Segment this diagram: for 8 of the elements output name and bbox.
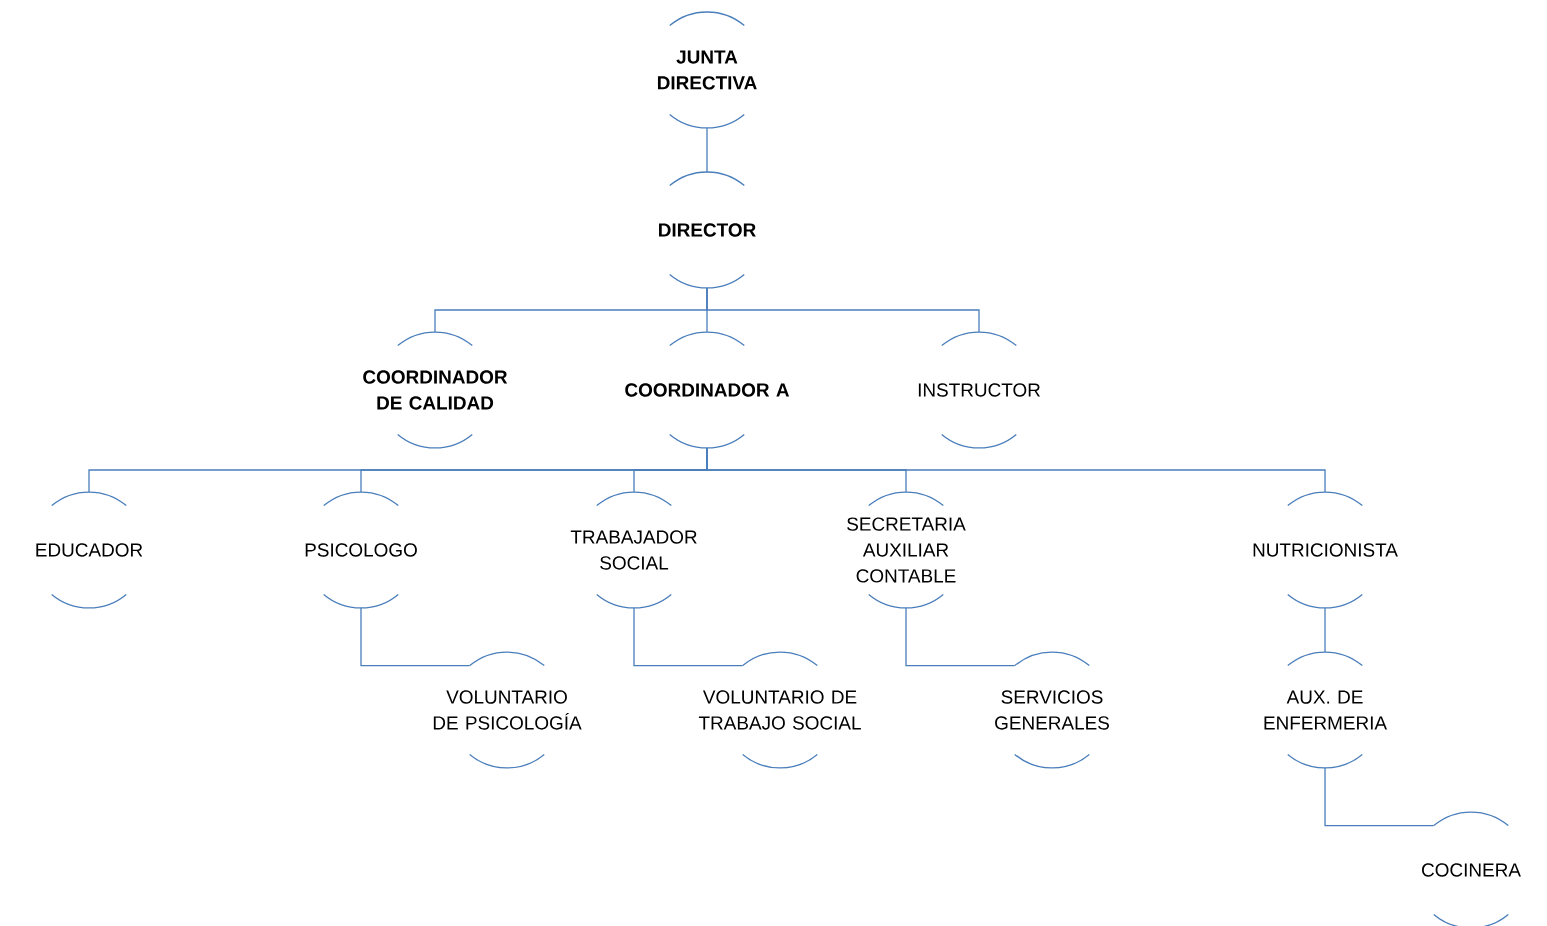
connector-line xyxy=(633,607,744,667)
connector-line xyxy=(706,447,1326,493)
connector-line xyxy=(706,127,708,173)
connector-line xyxy=(360,607,471,667)
connector-line xyxy=(706,287,980,333)
connector-line xyxy=(905,607,1016,667)
connector-line xyxy=(1324,607,1326,653)
connector-line xyxy=(1324,767,1435,827)
